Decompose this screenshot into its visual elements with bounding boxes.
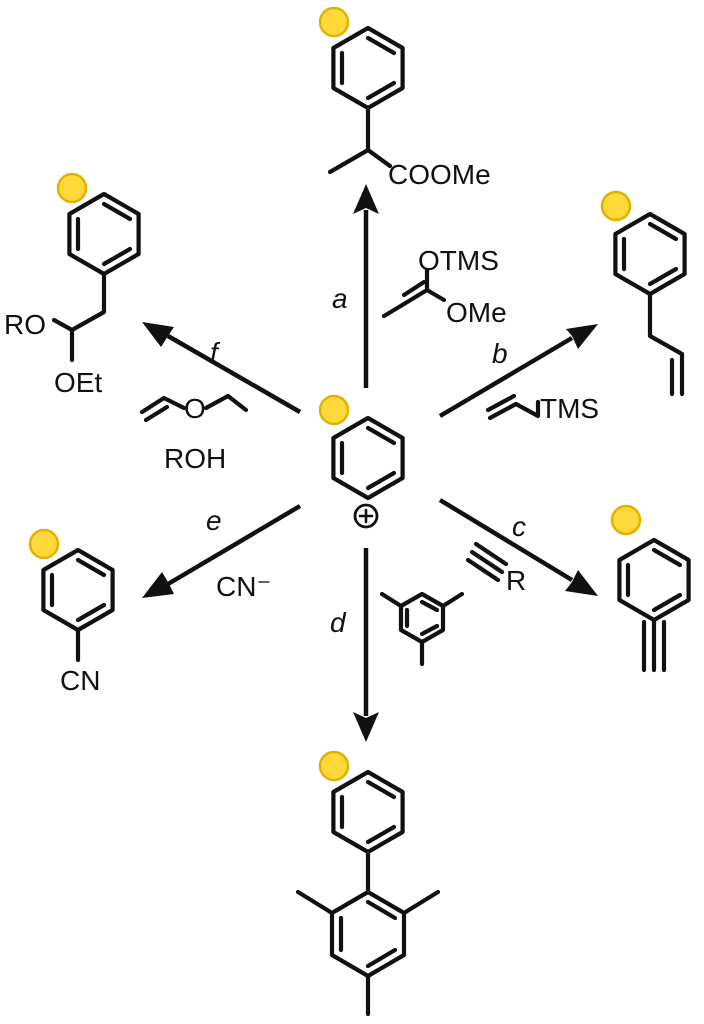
arrow-d xyxy=(353,548,379,742)
path-label-f: f xyxy=(210,337,221,368)
arrow-c xyxy=(438,498,598,596)
reagent-b-tms: TMS xyxy=(540,393,599,424)
product-c xyxy=(610,504,691,673)
reagent-a-otms: OTMS xyxy=(418,245,499,276)
product-a: COOMe xyxy=(318,6,491,190)
path-label-e: e xyxy=(206,505,222,536)
product-e: CN xyxy=(28,528,115,696)
reagent-a-ketene-acetal: OTMS OMe xyxy=(381,245,507,328)
product-d xyxy=(295,750,441,1017)
substituent-marker xyxy=(610,504,642,536)
arrow-e xyxy=(142,504,302,598)
product-f-ro: RO xyxy=(4,309,46,340)
substituent-marker xyxy=(28,528,60,560)
substituent-marker xyxy=(318,6,350,38)
reagent-e-cyanide: CN⁻ xyxy=(216,571,271,602)
reagent-f-rooh: ROH xyxy=(164,443,226,474)
product-f-oet: OEt xyxy=(54,367,102,398)
arrow-a xyxy=(353,184,379,388)
path-label-d: d xyxy=(330,607,347,638)
substituent-marker xyxy=(318,394,350,426)
reagent-c-alkyne: R xyxy=(465,541,526,596)
arrow-f xyxy=(142,322,302,414)
substituent-marker xyxy=(600,190,632,222)
center-ring xyxy=(331,415,405,501)
arrow-b xyxy=(438,324,598,418)
substituent-marker xyxy=(56,172,88,204)
product-b xyxy=(600,190,687,397)
cation-charge xyxy=(353,503,379,529)
reagent-c-r: R xyxy=(506,565,526,596)
product-a-ester: COOMe xyxy=(388,159,491,190)
reagent-f-oxygen: O xyxy=(184,393,206,424)
path-label-b: b xyxy=(492,338,508,369)
center-aryl-cation xyxy=(318,394,405,529)
path-label-c: c xyxy=(512,511,526,542)
reagent-f-vinyl-ether: O ROH xyxy=(139,393,249,474)
product-f: RO OEt xyxy=(4,172,141,398)
reagent-a-ome: OMe xyxy=(446,297,507,328)
product-e-nitrile: CN xyxy=(60,665,100,696)
reagent-b-allylsilane: TMS xyxy=(485,393,599,424)
path-label-a: a xyxy=(332,283,348,314)
substituent-marker xyxy=(318,750,350,782)
reagent-d-mesitylene xyxy=(379,591,465,667)
